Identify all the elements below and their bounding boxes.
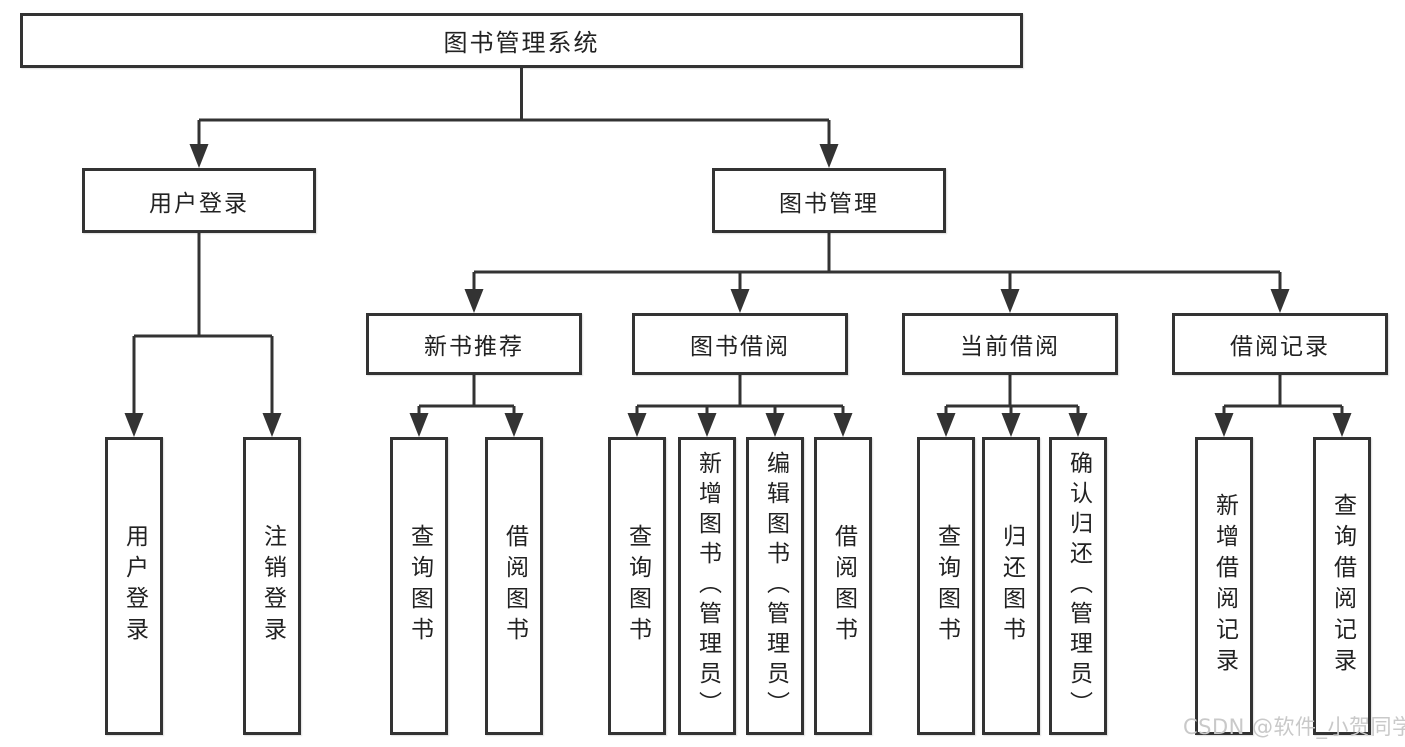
node-new-book-recommend: 新书推荐 [366,313,582,375]
leaf-confirm-return-admin: 确认归还（管理员） [1049,437,1107,735]
leaf-logout: 注销登录 [243,437,301,735]
leaf-borrow-book-1: 借阅图书 [485,437,543,735]
leaf-query-book-2: 查询图书 [608,437,666,735]
node-label: 图书管理 [779,190,879,217]
connector-current-borrow-to-leaves [944,375,1080,419]
leaf-label: 编辑图书（管理员） [762,451,789,721]
node-label: 借阅记录 [1230,334,1330,360]
node-user-login: 用户登录 [82,168,316,233]
node-current-borrow: 当前借阅 [902,313,1118,375]
leaf-label: 注销登录 [259,524,286,648]
leaf-label: 用户登录 [121,524,148,648]
connector-user-login-to-leaves [132,233,274,419]
connector-book-borrow-to-leaves [635,375,845,419]
leaf-label: 借阅图书 [830,524,857,648]
leaf-label: 查询图书 [933,524,960,648]
connector-book-management-to-level3 [472,233,1282,295]
leaf-user-login: 用户登录 [105,437,163,735]
leaf-edit-book-admin: 编辑图书（管理员） [746,437,804,735]
node-library-management-system: 图书管理系统 [20,13,1023,68]
leaf-label: 新增图书（管理员） [694,451,721,721]
leaf-add-book-admin: 新增图书（管理员） [678,437,736,735]
leaf-label: 借阅图书 [501,524,528,648]
leaf-query-book-3: 查询图书 [917,437,975,735]
node-borrow-record: 借阅记录 [1172,313,1388,375]
node-book-management: 图书管理 [712,168,946,233]
node-label: 新书推荐 [424,334,524,360]
leaf-borrow-book-2: 借阅图书 [814,437,872,735]
leaf-query-borrow-record: 查询借阅记录 [1313,437,1371,735]
leaf-label: 确认归还（管理员） [1065,451,1092,721]
connector-borrow-record-to-leaves [1222,375,1344,419]
leaf-query-book-1: 查询图书 [390,437,448,735]
leaf-label: 查询借阅记录 [1329,493,1356,679]
leaf-label: 查询图书 [624,524,651,648]
node-label: 图书借阅 [690,334,790,360]
csdn-watermark: CSDN @软件_小贺同学 [1183,715,1405,739]
connector-new-book-to-leaves [417,375,516,419]
leaf-return-book: 归还图书 [982,437,1040,735]
connector-root-to-level2 [197,68,831,150]
leaf-add-borrow-record: 新增借阅记录 [1195,437,1253,735]
leaf-label: 新增借阅记录 [1211,493,1238,679]
node-book-borrow: 图书借阅 [632,313,848,375]
leaf-label: 归还图书 [998,524,1025,648]
node-label: 用户登录 [149,190,249,217]
node-label: 图书管理系统 [443,29,600,57]
leaf-label: 查询图书 [406,524,433,648]
node-label: 当前借阅 [960,334,1060,360]
arrowheads [124,144,1352,437]
